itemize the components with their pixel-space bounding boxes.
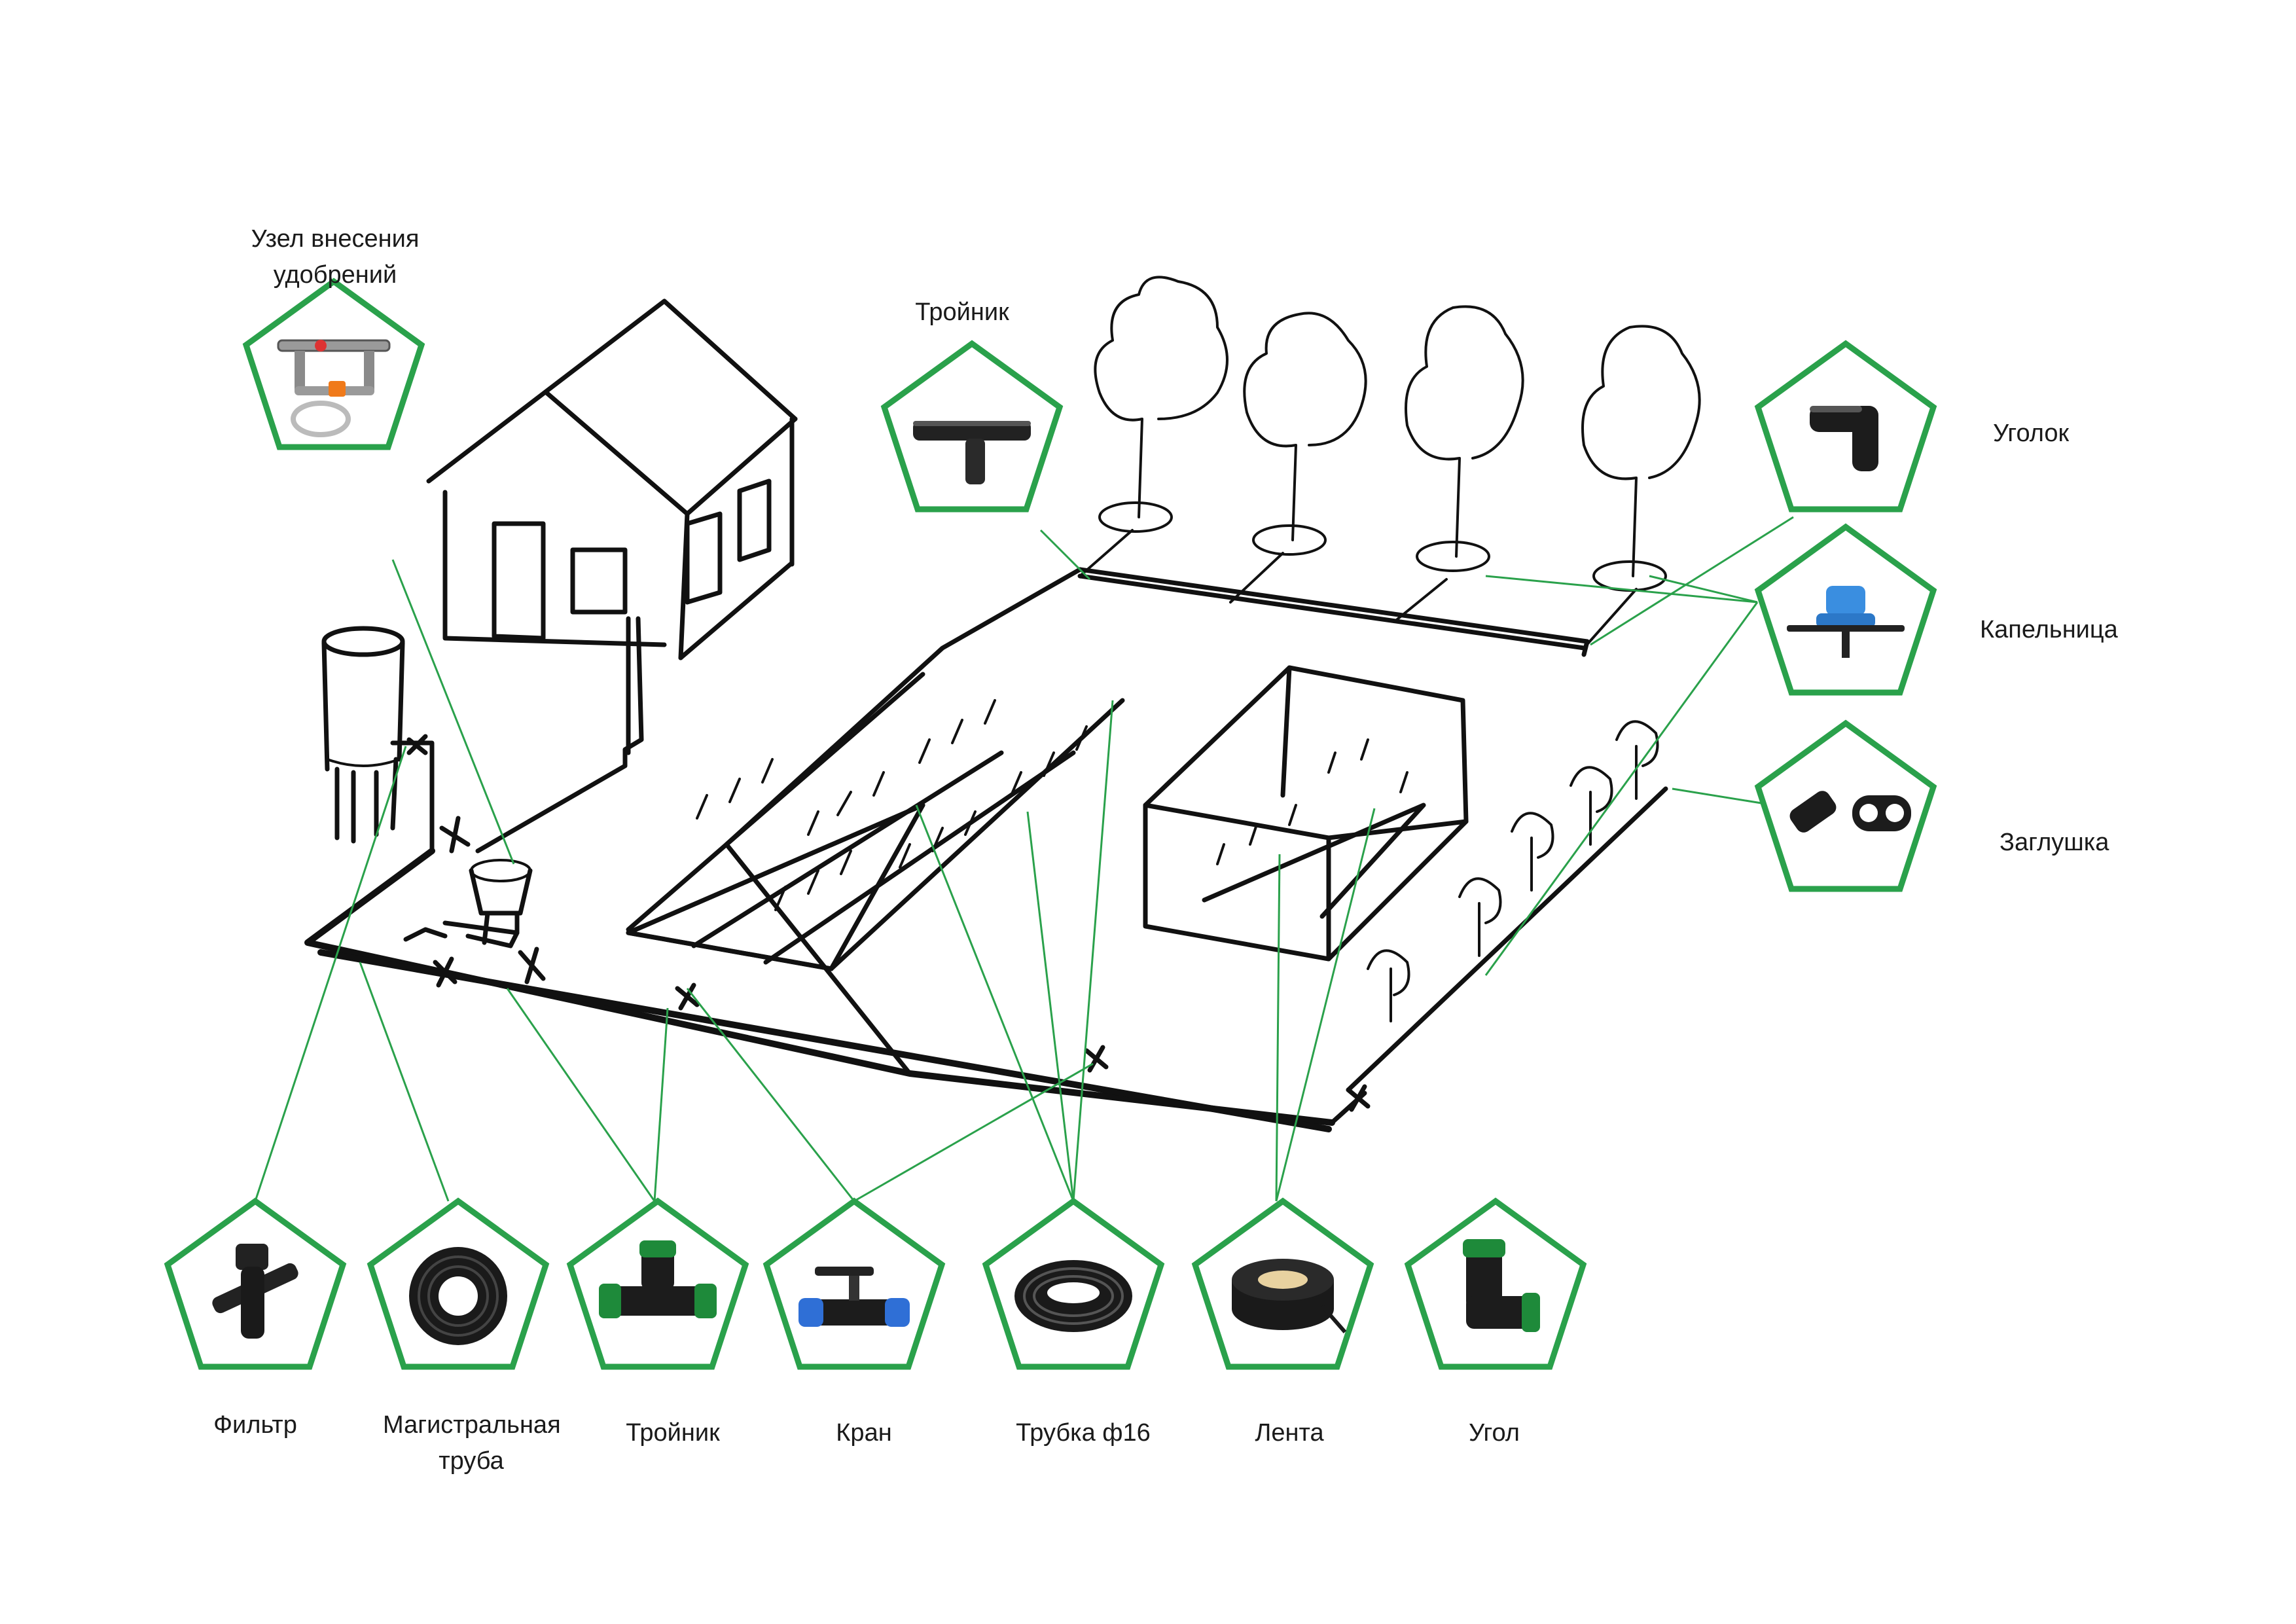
tee-bottom-label: Тройник (626, 1419, 720, 1447)
dripper-label: Капельница (1980, 616, 2118, 643)
fertilizer-injector-icon (277, 339, 391, 437)
tee-top-badge[interactable] (880, 340, 1064, 513)
greenhouse-sketch (1143, 665, 1469, 962)
small-shrubs-sketch (1367, 720, 1659, 1022)
fertilizer-bucket-sketch (403, 859, 533, 948)
valve-badge[interactable] (762, 1197, 946, 1370)
filter-icon (212, 1244, 298, 1339)
compression-elbow-icon (1463, 1239, 1540, 1332)
valve-label: Кран (836, 1419, 892, 1447)
angle-label: Угол (1469, 1419, 1520, 1447)
filter-badge[interactable] (164, 1197, 347, 1370)
tape-badge[interactable] (1191, 1197, 1374, 1370)
elbow-label: Уголок (1993, 420, 2070, 447)
ball-valve-icon (798, 1267, 910, 1327)
compression-tee-icon (599, 1240, 717, 1318)
trees-sketch (1094, 276, 1701, 592)
dripper-badge[interactable] (1754, 523, 1937, 696)
tee-fitting-icon (913, 421, 1031, 484)
elbow-fitting-icon (1810, 406, 1878, 471)
fertilizer-unit-badge[interactable] (242, 278, 425, 450)
elbow-badge[interactable] (1754, 340, 1937, 513)
end-plug-icon (1789, 791, 1911, 833)
tube16-label: Трубка ф16 (1016, 1419, 1151, 1447)
vegetable-bed-sketch (626, 672, 1125, 971)
tree-branch-line-sketch (1077, 529, 1638, 651)
plug-label: Заглушка (2000, 829, 2109, 856)
tape-label: Лента (1255, 1419, 1324, 1447)
drip-tube-coil-icon (1014, 1260, 1132, 1332)
filter-label: Фильтр (213, 1411, 297, 1439)
dripper-icon (1787, 586, 1905, 658)
pipe-coil-icon (409, 1247, 507, 1345)
fertilizer-unit-label: Узел внесения удобрений (251, 225, 420, 289)
main-pipeline-sketch (304, 816, 1371, 1132)
connector-lines (254, 516, 1794, 1202)
main-pipe-badge[interactable] (367, 1197, 550, 1370)
drip-tape-roll-icon (1232, 1259, 1347, 1333)
water-tank-sketch (321, 626, 435, 854)
tee-top-label: Тройник (915, 298, 1009, 326)
house-sketch (426, 298, 798, 854)
tee-bottom-badge[interactable] (566, 1197, 749, 1370)
main-pipe-label: Магистральная труба (383, 1411, 561, 1475)
garden-frame-sketch (724, 567, 1668, 1125)
plug-badge[interactable] (1754, 719, 1937, 892)
tube16-badge[interactable] (982, 1197, 1165, 1370)
angle-badge[interactable] (1404, 1197, 1587, 1370)
